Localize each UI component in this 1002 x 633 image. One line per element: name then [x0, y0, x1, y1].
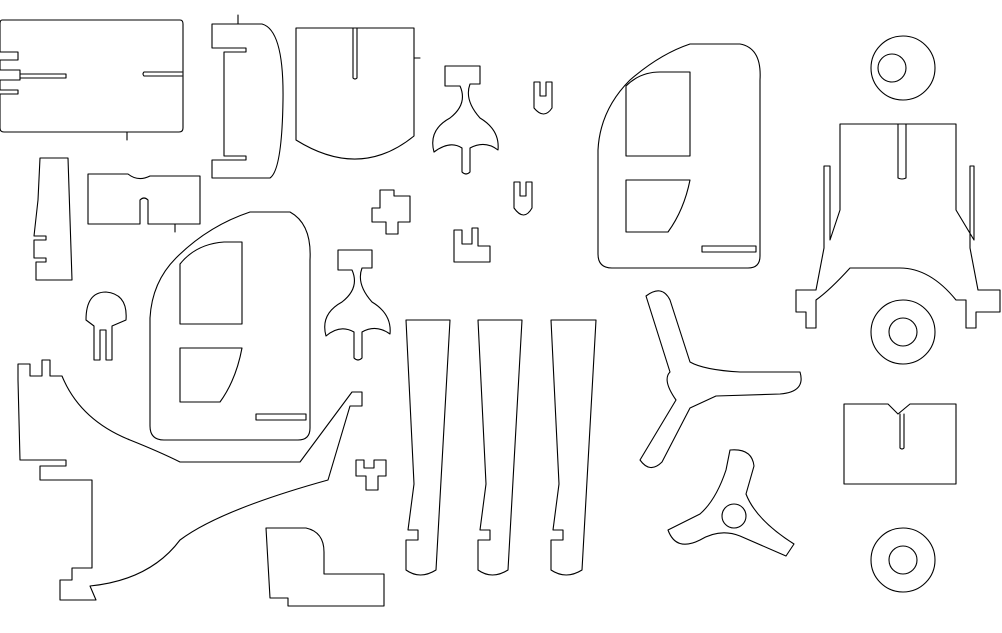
- rotor-hub-part: [667, 449, 795, 557]
- cabin-side-right-part: [597, 43, 761, 269]
- tail-box-part: [843, 403, 957, 485]
- hub-hole: [721, 503, 747, 529]
- seat-piece-part: [324, 249, 391, 361]
- seat-side-part: [211, 23, 284, 179]
- landing-frame-part: [795, 123, 1001, 329]
- landing-leg-part: [550, 319, 597, 576]
- wheel-hole: [888, 545, 918, 575]
- wheel-part: [870, 527, 936, 593]
- cabin-side-left-part: [149, 211, 311, 441]
- floor-plate-part: [0, 19, 184, 133]
- connector-part: [513, 181, 533, 216]
- seat-piece-part: [432, 65, 499, 175]
- strut-part: [33, 157, 73, 281]
- connector-part: [355, 459, 387, 491]
- connector-part: [371, 189, 411, 235]
- wheel-hole: [888, 317, 918, 347]
- wheel-hole: [877, 53, 907, 83]
- tail-boom-part: [17, 359, 363, 601]
- landing-leg-part: [477, 319, 523, 576]
- block-part: [87, 173, 201, 225]
- seat-base-part: [265, 527, 385, 607]
- connector-part: [533, 81, 553, 115]
- wheel-part: [870, 299, 936, 365]
- connector-part: [453, 227, 491, 263]
- rotor-blade-part: [639, 290, 802, 469]
- bulkhead-part: [295, 27, 415, 160]
- connector-part: [85, 291, 127, 361]
- wheel-part: [870, 35, 936, 101]
- landing-leg-part: [405, 319, 451, 576]
